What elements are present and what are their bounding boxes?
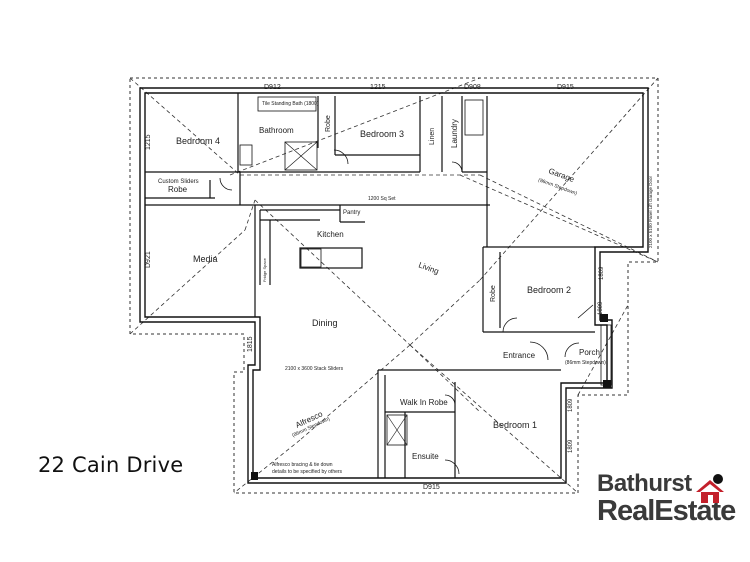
internal-walls <box>145 93 612 478</box>
note-bath: Tile Standing Bath (1800) <box>262 101 319 107</box>
label-walk-in-robe: Walk In Robe <box>400 398 448 407</box>
label-entrance: Entrance <box>503 351 536 360</box>
label-kitchen: Kitchen <box>317 230 344 239</box>
label-pantry: Pantry <box>343 210 360 216</box>
label-media: Media <box>193 254 218 264</box>
label-porch: Porch <box>579 348 600 357</box>
brand-line1: Bathurst <box>597 470 692 497</box>
label-bedroom3: Bedroom 3 <box>360 129 404 139</box>
dim-top-2: 1215 <box>370 84 386 91</box>
dim-right-1: 1809 <box>599 266 605 280</box>
eave-outline <box>129 77 659 494</box>
note-fridge: Fridge Space <box>262 257 267 282</box>
label-dining: Dining <box>312 318 338 328</box>
dim-right-2: 1809 <box>598 301 604 315</box>
note-stack-sliders: 2100 x 3600 Stack Sliders <box>285 366 344 372</box>
label-robe-bed3: Robe <box>325 115 332 132</box>
label-ensuite: Ensuite <box>412 452 439 461</box>
note-garage-door: 2100 x 5100 Panel Lift Garage Door <box>648 175 653 248</box>
dim-top-1: D912 <box>264 84 281 91</box>
dim-right-4: 1809 <box>568 439 574 453</box>
label-living: Living <box>417 260 440 276</box>
dimension-labels: D912 1215 D908 D915 D921 1815 1215 D915 … <box>145 84 605 491</box>
dim-top-4: D915 <box>557 84 574 91</box>
external-walls <box>139 87 649 484</box>
label-alfresco-bracing: Alfresco bracing & tie down <box>272 462 333 468</box>
dim-right-3: 1809 <box>568 398 574 412</box>
plan-notes: Tile Standing Bath (1800) 2100 x 3600 St… <box>262 101 653 372</box>
room-labels: Bedroom 4 Bathroom Bedroom 3 Robe Linen … <box>158 115 606 475</box>
label-bedroom1: Bedroom 1 <box>493 420 537 430</box>
dim-bottom: D915 <box>423 484 440 491</box>
label-porch-note: (86mm Stepdown) <box>565 360 606 366</box>
posts <box>251 314 611 480</box>
label-bedroom2: Bedroom 2 <box>527 285 571 295</box>
label-linen: Linen <box>429 128 436 145</box>
dim-left-3: 1215 <box>145 134 152 150</box>
dim-left-2: 1815 <box>247 336 254 352</box>
dim-left-1: D921 <box>145 251 152 268</box>
dim-top-3: D908 <box>464 84 481 91</box>
label-bathroom: Bathroom <box>259 126 294 135</box>
label-robe-bed4: Robe <box>168 185 188 194</box>
label-bedroom4: Bedroom 4 <box>176 136 220 146</box>
label-alfresco-bracing2: details to be specified by others <box>272 469 343 475</box>
property-address: 22 Cain Drive <box>38 453 184 477</box>
label-laundry: Laundry <box>450 119 459 148</box>
house-logo-icon <box>696 474 724 503</box>
label-custom-sliders: Custom Sliders <box>158 179 199 185</box>
label-robe-bed2: Robe <box>490 285 497 302</box>
note-sq-set: 1200 Sq Set <box>368 196 396 202</box>
